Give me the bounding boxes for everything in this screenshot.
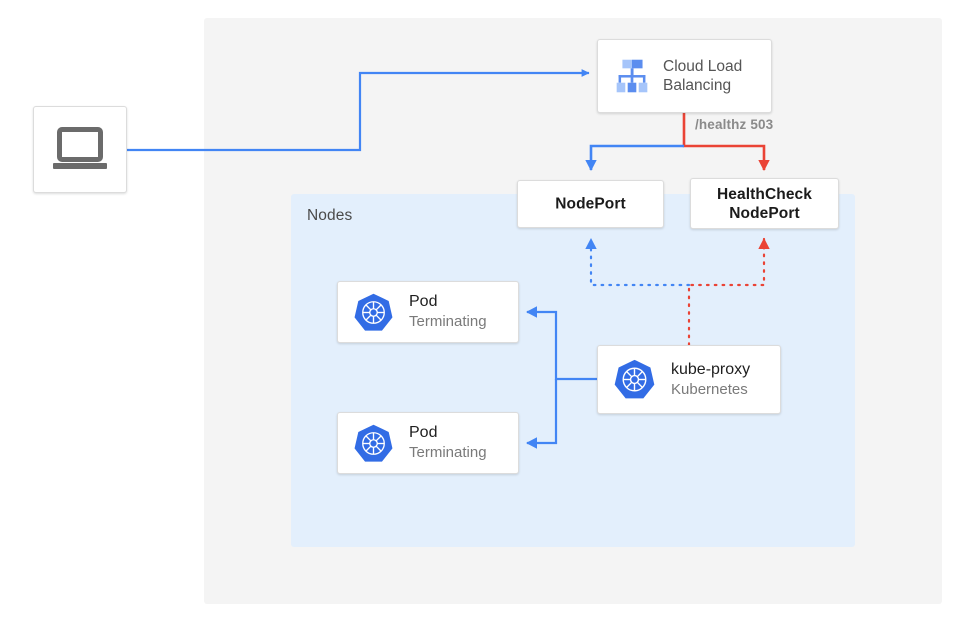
nodes-panel-label: Nodes xyxy=(307,207,353,224)
cloud-load-balancing-label: Cloud Load Balancing xyxy=(663,57,742,95)
nodeport-card[interactable]: NodePort xyxy=(517,180,664,228)
kube-proxy-subtitle: Kubernetes xyxy=(671,380,748,398)
kube-proxy-title: kube-proxy xyxy=(671,360,751,378)
cloud-load-balancing-label-line1: Cloud Load xyxy=(663,58,743,75)
cloud-load-balancing-card[interactable]: Cloud Load Balancing xyxy=(597,39,772,113)
healthcheck-nodeport-label-line2: NodePort xyxy=(729,204,800,222)
client-card[interactable] xyxy=(33,106,127,193)
pod-status-1: Terminating xyxy=(409,313,487,330)
nodeport-label: NodePort xyxy=(555,195,626,213)
pod-title-1: Pod xyxy=(409,293,438,310)
cloud-load-balancing-icon xyxy=(616,59,648,93)
pod-card-1[interactable]: Pod Terminating xyxy=(337,281,519,343)
cloud-load-balancing-label-line2: Balancing xyxy=(663,77,732,94)
healthz-annotation: /healthz 503 xyxy=(695,117,774,132)
healthcheck-nodeport-card[interactable]: HealthCheck NodePort xyxy=(690,178,839,229)
kube-proxy-card[interactable]: kube-proxy Kubernetes xyxy=(597,345,781,414)
healthcheck-nodeport-label-line1: HealthCheck xyxy=(717,185,812,203)
pod-status-2: Terminating xyxy=(409,444,487,461)
kubernetes-icon xyxy=(614,359,655,399)
healthcheck-nodeport-label: HealthCheck NodePort xyxy=(691,185,838,223)
laptop-icon xyxy=(53,126,107,169)
kubernetes-icon xyxy=(354,424,393,462)
kubernetes-icon xyxy=(354,293,393,331)
pod-title-2: Pod xyxy=(409,424,438,441)
pod-card-2[interactable]: Pod Terminating xyxy=(337,412,519,474)
